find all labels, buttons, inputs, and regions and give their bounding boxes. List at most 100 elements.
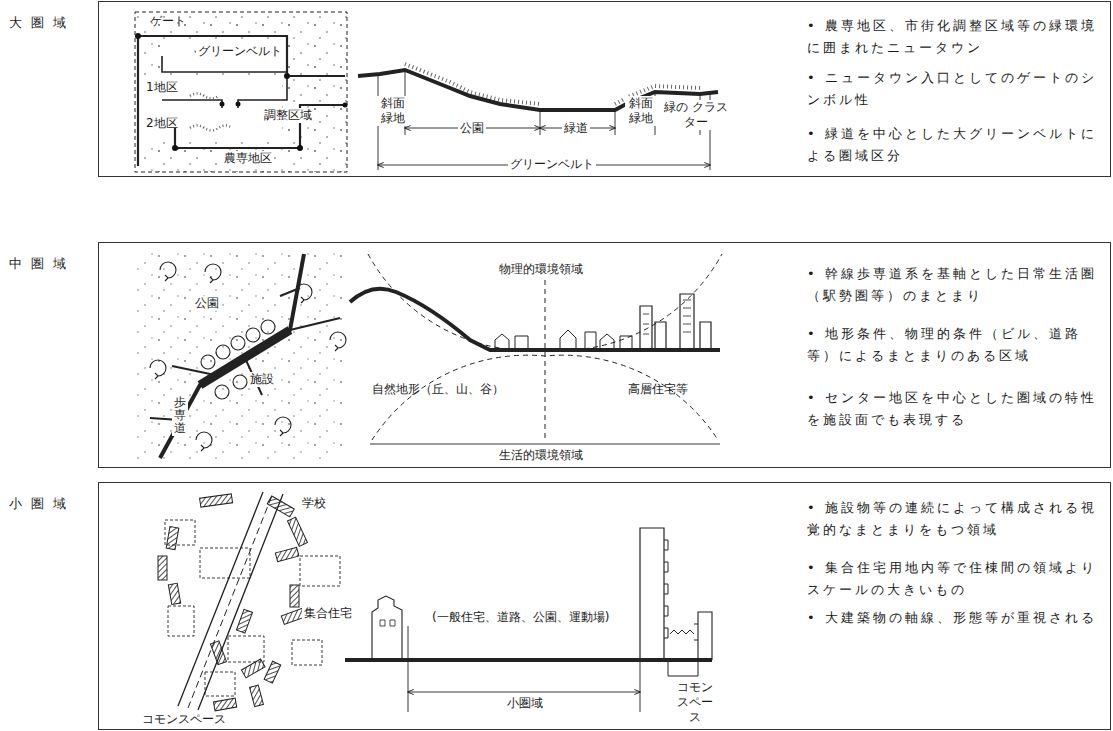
neighbourhood-section-part xyxy=(664,540,668,638)
regional-plan-sketch-part-part xyxy=(297,145,303,151)
drawing-label: 緑道 xyxy=(562,121,590,136)
regional-plan-sketch-part-part xyxy=(343,103,348,108)
environment-section-part xyxy=(620,336,632,350)
walkway-plan-sketch-part-part xyxy=(275,417,291,436)
regional-plan-sketch-part-part xyxy=(284,73,290,79)
housing-plan-sketch-part-part xyxy=(300,556,340,586)
walkway-plan-sketch-part xyxy=(150,262,346,451)
housing-plan-sketch-part xyxy=(158,494,307,711)
drawing-label: 公園 xyxy=(458,121,486,136)
drawing-label: 集合住宅 xyxy=(302,606,354,621)
walkway-plan-sketch-part-part xyxy=(261,320,275,334)
housing-plan-sketch-part-part xyxy=(168,583,180,604)
walkway-plan-sketch-part-part xyxy=(150,360,166,379)
drawing-label: 施設 xyxy=(248,372,276,387)
neighbourhood-section-part xyxy=(372,596,402,660)
regional-plan-sketch-part-part xyxy=(135,33,141,39)
neighbourhood-section-part xyxy=(640,528,664,660)
drawing-label: 斜面 緑地 xyxy=(625,96,657,126)
housing-plan-sketch-part-part xyxy=(200,494,233,507)
bullet-note: • 農専地区、市街化調整区域等の緑環境に囲まれたニュータウン xyxy=(807,15,1107,59)
housing-plan-sketch-part-part xyxy=(158,556,167,580)
housing-plan-sketch-part-part xyxy=(264,661,281,683)
drawing-label: 学校 xyxy=(300,496,328,511)
environment-section-part xyxy=(370,444,720,445)
drawing-label: 緑の クラスター xyxy=(662,100,730,130)
region-panel: 大圏域• 農専地区、市街化調整区域等の緑環境に囲まれたニュータウン• ニュータウ… xyxy=(98,1,1111,177)
housing-plan-sketch-part xyxy=(178,492,283,710)
regional-plan-sketch-part xyxy=(175,105,345,148)
walkway-plan-sketch-part-part xyxy=(201,355,215,369)
regional-plan-sketch-part-part xyxy=(172,145,178,151)
walkway-plan-sketch-part-part xyxy=(205,264,221,283)
housing-plan-sketch-part-part xyxy=(168,606,194,636)
housing-plan-sketch-part-part xyxy=(241,659,265,678)
walkway-plan-sketch-part xyxy=(160,254,304,458)
environment-section xyxy=(350,254,722,444)
drawing-label: 調整区域 xyxy=(262,108,314,123)
drawing-label: 歩専道 xyxy=(172,396,188,436)
drawing-label: 斜面 緑地 xyxy=(377,96,409,126)
regional-plan-sketch-part xyxy=(135,33,348,151)
regional-plan-sketch xyxy=(135,12,348,172)
regional-plan-sketch-part xyxy=(190,126,232,131)
housing-plan-sketch-part-part xyxy=(292,640,322,665)
greenbelt-section-part xyxy=(378,70,710,170)
housing-plan-sketch-part-part xyxy=(213,698,236,711)
regional-plan-sketch-part xyxy=(190,94,218,99)
bullet-note: • 施設物等の連続によって構成される視覚的なまとまりをもつ領域 xyxy=(807,497,1107,541)
bullet-note: • 集合住宅用地内等で住棟間の領域よりスケールの大きいもの xyxy=(807,557,1107,601)
neighbourhood-section xyxy=(345,528,712,712)
bullet-note: • 大建築物の軸線、形態等が重視される xyxy=(807,607,1107,629)
walkway-plan-sketch-part-part xyxy=(231,336,245,350)
environment-section-part xyxy=(640,294,711,350)
walkway-plan-sketch-part xyxy=(201,320,275,399)
housing-plan-sketch-part-part xyxy=(250,685,264,707)
housing-plan-sketch-part-part xyxy=(166,526,179,549)
housing-plan-sketch-part-part xyxy=(236,609,252,633)
drawing-label: 公園 xyxy=(193,296,221,311)
bullet-note: • センター地区を中心とした圏域の特性を施設面でも表現する xyxy=(807,387,1107,431)
regional-plan-sketch-part xyxy=(137,36,139,166)
bullet-note: • 緑道を中心とした大グリーンベルトによる圏域区分 xyxy=(807,123,1107,167)
walkway-plan-sketch-part-part xyxy=(160,262,176,281)
housing-plan-sketch-part-part xyxy=(200,548,250,578)
walkway-plan-sketch-part-part xyxy=(233,375,247,389)
drawing-label: 2地区 xyxy=(146,116,178,131)
housing-plan-sketch-part-part xyxy=(290,585,299,607)
housing-plan-sketch-part-part xyxy=(205,672,235,696)
drawing-label: コモンスペース xyxy=(140,712,228,727)
walkway-plan-sketch-part-part xyxy=(296,284,312,303)
housing-plan-sketch-part-part xyxy=(267,496,294,517)
walkway-plan-sketch-part-part xyxy=(215,385,229,399)
regional-plan-sketch-part xyxy=(162,40,286,70)
walkway-plan-sketch-part-part xyxy=(246,328,260,342)
neighbourhood-section-part xyxy=(408,626,640,712)
regional-plan-sketch-part xyxy=(142,76,282,140)
neighbourhood-section-part xyxy=(668,662,698,676)
housing-plan-sketch-part-part xyxy=(287,517,307,546)
neighbourhood-section-part xyxy=(345,658,712,662)
drawing-label: (一般住宅、道路、公園、運動場) xyxy=(432,610,609,625)
regional-plan-sketch-part xyxy=(138,36,345,76)
housing-plan-sketch xyxy=(158,492,340,711)
regional-plan-sketch-part xyxy=(162,72,287,108)
region-heading: 大圏域 xyxy=(9,14,75,32)
neighbourhood-section-part xyxy=(380,620,395,626)
neighbourhood-section-part xyxy=(694,612,712,660)
housing-plan-sketch-part-part xyxy=(275,547,299,561)
bullet-note: • 地形条件、物理的条件（ビル、道路等）によるまとまりのある区域 xyxy=(807,323,1107,367)
walkway-plan-sketch-part-part xyxy=(330,332,346,351)
drawing-label: 小圏域 xyxy=(505,696,545,711)
drawing-label: ゲート xyxy=(150,14,186,29)
housing-plan-sketch-part xyxy=(188,493,273,708)
region-panel: 小圏域 • 施設物等の連続によって構成される視覚的なまとまりをもつ領域 • 集合住宅… xyxy=(98,482,1111,730)
regional-plan-sketch-part xyxy=(135,12,347,172)
housing-plan-sketch-part-part xyxy=(228,636,264,662)
walkway-plan-sketch xyxy=(135,250,346,462)
environment-section-part xyxy=(643,300,691,334)
drawing-label: 高層住宅等 xyxy=(628,382,688,397)
housing-plan-sketch-part-part xyxy=(210,641,226,665)
regional-plan-sketch-part-part xyxy=(220,102,225,107)
bullet-note: • ニュータウン入口としてのゲートのシンボル性 xyxy=(807,67,1107,111)
